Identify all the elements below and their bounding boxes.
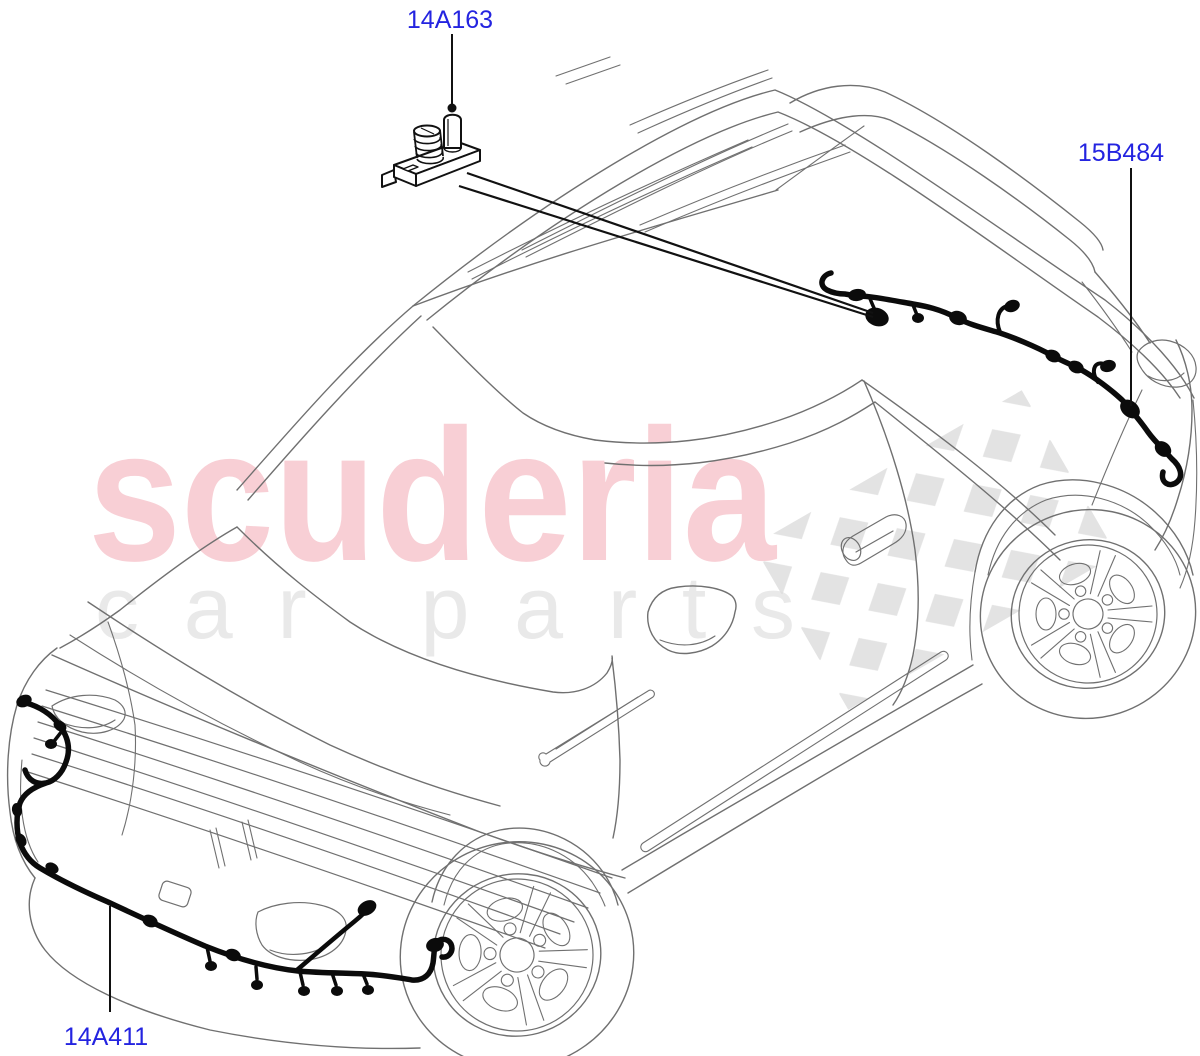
bumper-harness-stubs (53, 729, 369, 987)
fog-lamp-pocket (255, 901, 347, 961)
bumper-harness-connectors (11, 694, 444, 996)
part-antenna-mast (443, 113, 462, 153)
belt-line-upper (594, 379, 1056, 536)
antenna-part-14A163[interactable] (381, 103, 481, 188)
cowl-line (236, 526, 614, 694)
windshield-top-edge (412, 189, 779, 307)
grille-slats (27, 689, 613, 949)
front-wheel (399, 841, 635, 1056)
quarter-crease (1091, 389, 1143, 506)
sill-trim (640, 650, 949, 853)
bumper-harness-14A411[interactable] (11, 692, 455, 996)
rear-edge-1 (1154, 339, 1193, 551)
roof-rail-outer (412, 89, 1195, 399)
quarter-to-rocker (969, 571, 976, 661)
bumper-harness-fog-branch (294, 909, 368, 973)
callout-leaders (109, 34, 1132, 1012)
callout-label-14A163[interactable]: 14A163 (407, 6, 493, 34)
rear-arch-lip (987, 494, 1181, 576)
right-roof-rail-2 (637, 77, 773, 134)
watermark-checker-flag (753, 390, 1117, 710)
watermark-tagline: car parts (95, 558, 795, 657)
bumper-left-edge (6, 647, 58, 879)
side-mirror (647, 585, 737, 655)
a-pillar-inner (247, 315, 422, 501)
windshield-glass-edge (432, 326, 596, 441)
callout-label-15B484[interactable]: 15B484 (1078, 139, 1164, 167)
front-arch-outer (431, 827, 619, 906)
bumper-inner-edge (20, 759, 39, 863)
callout-labels: 14A163 15B484 14A411 (64, 6, 1164, 1051)
part-plate-hole (402, 164, 419, 172)
fender-vent-blade (538, 689, 655, 767)
sill-top-line (621, 664, 974, 871)
a-pillar-outer (236, 305, 414, 491)
part-plate-side (415, 149, 481, 187)
plate-mount-seams (209, 819, 258, 869)
bumper-lower (28, 877, 421, 1050)
belt-line-lower (604, 401, 1061, 561)
rear-arch-outer (974, 479, 1194, 576)
headlight (51, 694, 126, 734)
part-leader-dot (447, 103, 457, 113)
callout-label-14A411[interactable]: 14A411 (64, 1023, 148, 1051)
rear-wheel (979, 508, 1197, 720)
hood-crease-1 (87, 601, 501, 807)
leader-14A163-to-harness-2 (458, 184, 874, 319)
watermark-brand: scuderia (88, 390, 777, 600)
door-front-edge (611, 657, 621, 839)
rear-pillar-inner (1081, 281, 1133, 353)
door-handle (840, 514, 907, 566)
right-apillar-edge (775, 125, 865, 191)
hood-front-edge (51, 654, 626, 879)
body-bottom-edge (627, 683, 983, 894)
right-roof-tick-2 (565, 64, 621, 85)
hood-crease-2 (69, 634, 451, 816)
spoiler-top (789, 84, 1104, 251)
fender-top-line (59, 526, 238, 649)
bumper-harness-main (14, 700, 455, 983)
right-roof-rail-1 (629, 69, 769, 126)
watermark: scuderia car parts (88, 390, 1117, 710)
spoiler-bottom (799, 114, 1096, 273)
rear-pillar (1094, 271, 1151, 344)
fender-seam (107, 621, 137, 836)
vehicle-outline (6, 56, 1198, 1056)
tow-eye-cover (158, 880, 192, 908)
taillight (1136, 339, 1197, 388)
rear-edge-2 (1179, 399, 1198, 589)
leader-14A163-to-harness-1 (466, 171, 874, 315)
roof-rail-inner (426, 111, 1181, 399)
right-roof-tick-1 (555, 56, 611, 77)
part-coil-spring (413, 124, 444, 165)
door-shutline (863, 380, 919, 706)
roof-ribs (467, 123, 851, 280)
